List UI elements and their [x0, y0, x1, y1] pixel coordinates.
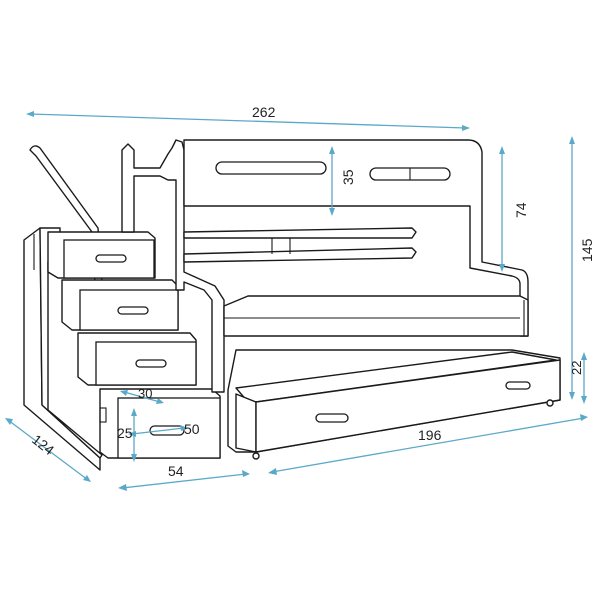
stair-step-4 — [99, 388, 221, 459]
dim-drawer-length: 196 — [268, 414, 588, 475]
dim-step-drawer-width-label: 50 — [184, 421, 200, 437]
stair-step-2 — [61, 279, 179, 331]
dim-headboard-cutout: 35 — [329, 146, 356, 216]
trundle-drawer — [227, 349, 561, 460]
dim-stairs-width: 54 — [118, 463, 250, 491]
stair-step-1 — [47, 231, 156, 279]
drawer-handle-side — [505, 381, 531, 390]
dim-step-drawer-height-label: 25 — [117, 425, 133, 441]
step-2-handle — [117, 306, 149, 315]
lower-bed — [223, 295, 529, 337]
bunk-bed-drawing — [23, 139, 561, 471]
dim-drawer-length-label: 196 — [418, 427, 442, 443]
dim-total-width-label: 262 — [252, 104, 276, 120]
dim-step-drawer-height: 25 — [117, 408, 137, 462]
dim-total-height-label: 145 — [579, 238, 595, 262]
step-1-handle — [95, 254, 127, 263]
upper-bed-headboard — [183, 139, 529, 337]
dim-step-handle: 30 — [120, 386, 164, 404]
dim-step-handle-label: 30 — [138, 386, 152, 401]
dim-stairs-width-label: 54 — [168, 463, 184, 479]
drawer-handle-front — [315, 413, 349, 423]
dim-drawer-height: 22 — [569, 352, 587, 404]
dim-drawer-height-label: 22 — [569, 361, 584, 375]
dim-total-width: 262 — [26, 104, 470, 131]
dim-upper-height: 74 — [499, 146, 529, 272]
dim-total-height: 145 — [569, 136, 595, 400]
stair-step-3 — [77, 332, 197, 386]
dim-upper-height-label: 74 — [513, 202, 529, 218]
upper-bed-rails — [183, 227, 417, 263]
bed-frame-left-end — [121, 139, 225, 393]
dim-headboard-cutout-label: 35 — [340, 169, 356, 185]
headboard-cutout-left — [215, 161, 327, 175]
step-3-handle — [135, 359, 167, 368]
